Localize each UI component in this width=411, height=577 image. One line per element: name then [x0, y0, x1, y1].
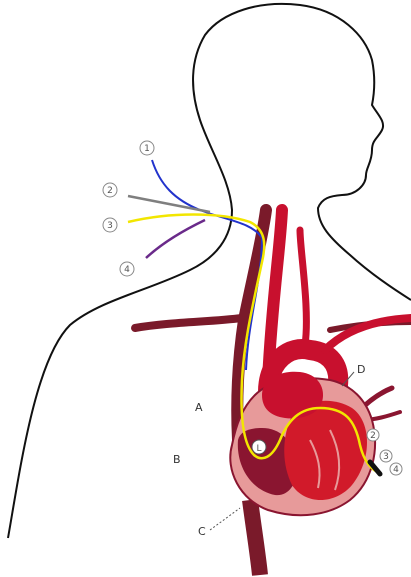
lead-number-4: 4: [124, 265, 130, 275]
label-c-leader: [210, 508, 240, 530]
lead-number-callouts: 1 2 3 4: [103, 141, 154, 276]
label-c: C: [198, 525, 206, 538]
label-a: A: [195, 401, 203, 414]
subclavian-artery-right: [325, 318, 411, 350]
label-b: B: [173, 453, 181, 466]
inferior-vena-cava: [250, 500, 260, 575]
left-carotid-branch: [300, 230, 306, 345]
aorta-root: [262, 372, 323, 419]
pacing-marker-label: L: [256, 444, 261, 454]
lead-number-2: 2: [107, 186, 113, 196]
lead-number-1: 1: [144, 144, 150, 154]
subclavian-vein-left: [135, 318, 242, 328]
lead-tip-number-3: 3: [383, 452, 389, 462]
lead-tip-number-2: 2: [370, 431, 376, 441]
pacing-marker: L: [252, 440, 266, 454]
lead-tip-number-4: 4: [393, 465, 399, 475]
heart: [230, 372, 375, 516]
lead-number-3: 3: [107, 221, 113, 231]
label-d: D: [357, 363, 365, 376]
lead-purple: [146, 220, 205, 258]
lead-gray: [128, 196, 210, 212]
